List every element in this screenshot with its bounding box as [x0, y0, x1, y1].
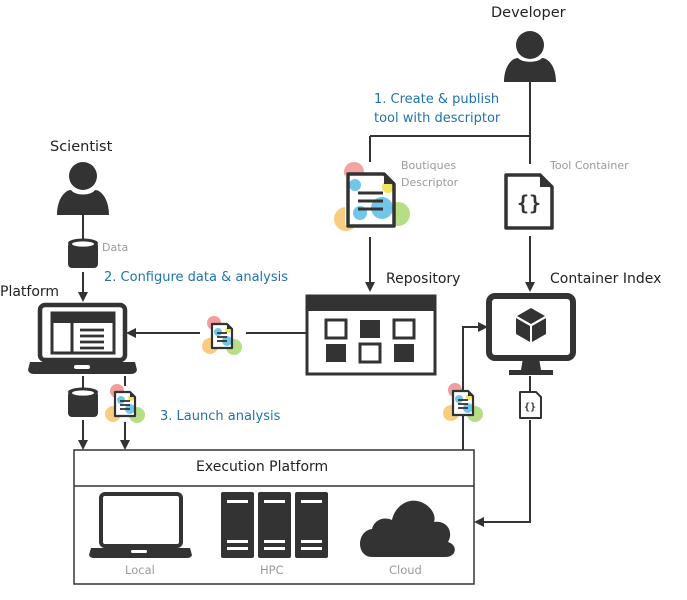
platform-laptop-icon — [28, 302, 137, 374]
local-label: Local — [125, 563, 155, 577]
step-2-label: 2. Configure data & analysis — [104, 270, 288, 285]
boutiques-descriptor-small-icon — [200, 314, 244, 357]
data-database-icon — [68, 238, 98, 268]
boutiques-descriptor-label-line-2: Descriptor — [401, 176, 459, 189]
local-laptop-icon — [89, 492, 192, 558]
tool-container-label: Tool Container — [550, 159, 629, 172]
hpc-servers-icon — [221, 492, 328, 558]
repository-icon — [305, 294, 437, 376]
launch-data-database-icon — [68, 387, 98, 417]
step-3-label: 3. Launch analysis — [160, 409, 281, 424]
platform-label: Platform — [0, 284, 60, 300]
svg-text:{}: {} — [524, 402, 536, 413]
scientist-person-icon — [57, 162, 109, 215]
svg-text:{}: {} — [517, 191, 541, 215]
container-index-monitor-icon — [486, 293, 576, 375]
container-index-label: Container Index — [550, 271, 662, 287]
cube-icon — [516, 308, 546, 342]
repository-label: Repository — [386, 271, 461, 287]
launch-descriptor-icon — [103, 382, 147, 425]
cloud-icon — [360, 500, 455, 557]
cloud-label: Cloud — [389, 563, 422, 577]
execution-platform-label: Execution Platform — [196, 459, 329, 475]
scientist-label: Scientist — [50, 139, 113, 155]
boutiques-descriptor-icon — [334, 162, 410, 231]
boutiques-descriptor-label-line-1: Boutiques — [401, 159, 457, 172]
step-1-label-line-1: 1. Create & publish — [374, 92, 500, 107]
developer-label: Developer — [491, 5, 566, 21]
container-to-cloud-arrow — [474, 420, 531, 527]
tool-container-icon: {} — [504, 173, 554, 230]
hpc-label: HPC — [260, 563, 284, 577]
step-1-label-line-2: tool with descriptor — [374, 111, 501, 126]
tool-container-small-icon: {} — [519, 391, 542, 419]
data-label: Data — [102, 241, 129, 254]
developer-person-icon — [504, 31, 556, 82]
